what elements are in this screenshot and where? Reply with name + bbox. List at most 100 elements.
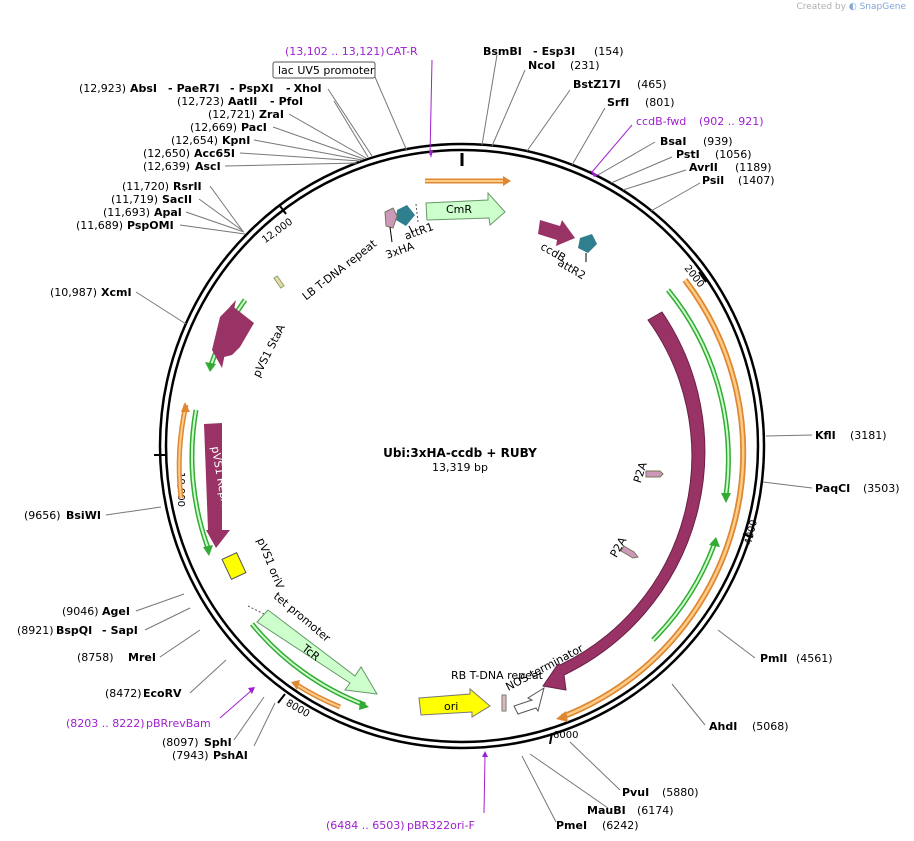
enzyme-absi-pos: (12,923) [79, 82, 126, 95]
enzyme-avrii-pos: (1189) [735, 161, 772, 174]
leader-paqci [762, 481, 813, 489]
enzyme-esp3i-name: Esp3I [542, 45, 576, 58]
ccdb-fwd-arrow [590, 170, 598, 177]
tick-8000 [277, 693, 286, 704]
ccdb-fwd-pos: (902 .. 921) [699, 115, 764, 128]
credit-brand: SnapGene [859, 2, 906, 12]
enzyme-kfli: KflI [815, 429, 836, 442]
enzyme-psppomi: PspOMI [127, 219, 174, 232]
rb-tdna-label: RB T-DNA repeat [451, 669, 544, 682]
leader-apai [185, 211, 245, 233]
enzyme-paer7i: -PaeR7I [168, 82, 219, 95]
leader-absi [327, 88, 373, 157]
leader-psti [610, 156, 673, 184]
enzyme-kpni-pos: (12,654) [171, 134, 218, 147]
enzyme-maubi: MauBI [587, 804, 626, 817]
enzyme-bsiwi: BsiWI [66, 509, 101, 522]
enzyme-bsmbi: BsmBI [483, 45, 522, 58]
snapgene-credit: Created by ◐ SnapGene [796, 2, 906, 12]
orf-left-orange-head [181, 402, 190, 412]
enzyme-sphi: SphI [204, 736, 232, 749]
enzyme-psii: PsiI [702, 174, 724, 187]
p2a-1-label: P2A [631, 460, 650, 485]
leader-lacuv5 [374, 76, 408, 152]
orf-ruby-green2-core [652, 544, 715, 641]
leader-ecorv [189, 659, 227, 694]
enzyme-pvui: PvuI [622, 786, 649, 799]
enzyme-sacii-pos: (11,719) [111, 193, 158, 206]
enzyme-apai: ApaI [154, 206, 182, 219]
enzyme-paci: PacI [241, 121, 267, 134]
enzyme-psti: PstI [676, 148, 700, 161]
ccdb-fwd-label: ccdB-fwd [636, 115, 686, 128]
p2a-2-tag [620, 545, 639, 559]
leader-asci [224, 162, 358, 167]
enzyme-zrai-pos: (12,721) [208, 108, 255, 121]
orf-bottom-orange-head [291, 680, 300, 690]
pvs1-repa-gene [204, 423, 230, 548]
enzyme-psti-pos: (1056) [715, 148, 752, 161]
plasmid-length: 13,319 bp [432, 461, 488, 474]
cat-r-leader [429, 59, 433, 156]
enzyme-psii-pos: (1407) [738, 174, 775, 187]
lb-tdna-box [273, 275, 285, 289]
lacuv5-box [272, 61, 376, 79]
leader-avrii [622, 169, 687, 191]
enzyme-pfoi: -PfoI [270, 95, 303, 108]
enzyme-avrii: AvrII [689, 161, 718, 174]
leader-agei [135, 593, 185, 612]
leader-sacii [198, 198, 244, 232]
enzyme-bstz17i-pos: (465) [637, 78, 667, 91]
enzyme-ahdi: AhdI [709, 720, 737, 733]
enzyme-pmli-pos: (4561) [796, 652, 833, 665]
plasmid-name: Ubi:3xHA-ccdb + RUBY [383, 446, 537, 460]
cat-r-arrow [429, 151, 433, 158]
enzyme-rsrii: RsrII [173, 180, 202, 193]
orf-ruby-outer-head [556, 711, 568, 722]
leader-rsrii [209, 185, 243, 231]
leader-bsai [597, 141, 656, 176]
lb-tdna-label: LB T-DNA repeat [300, 237, 380, 303]
orf-ruby-green2-head [709, 537, 720, 547]
attr1-leader [408, 225, 414, 235]
ori-label: ori [444, 700, 458, 713]
enzyme-aatii-pos: (12,723) [177, 95, 224, 108]
lacuv5-label: lac UV5 promoter [278, 64, 375, 77]
snapgene-logo-icon: ◐ [848, 2, 857, 12]
enzyme-rsrii-pos: (11,720) [122, 180, 169, 193]
enzyme-kpni: KpnI [222, 134, 250, 147]
pbrrevbam-leader [219, 689, 253, 719]
enzyme-pmei-pos: (6242) [602, 819, 639, 832]
ccdb-gene [538, 220, 575, 246]
tick-12000 [279, 205, 287, 215]
pbr322ori-f-label: pBR322ori-F [407, 819, 475, 832]
enzyme-acc65i-pos: (12,650) [143, 147, 190, 160]
enzyme-bspqi: BspQI [56, 624, 92, 637]
pvs1-oriv-label: pVS1 oriV [254, 536, 286, 591]
orf-ruby-green1-head [721, 493, 731, 503]
enzyme-psppomi-pos: (11,689) [76, 219, 123, 232]
enzyme-pshai-pos: (7943) [172, 749, 209, 762]
attr2-site [578, 234, 597, 253]
enzyme-bsmbi-pos: (154) [594, 45, 624, 58]
ruby-label: RUBY [691, 520, 713, 552]
enzyme-paqci: PaqCI [815, 482, 850, 495]
enzyme-agei-pos: (9046) [62, 605, 99, 618]
enzyme-apai-pos: (11,693) [103, 206, 150, 219]
enzyme-pspxi-name: PspXI [239, 82, 274, 95]
ha3x-label: 3xHA [384, 239, 416, 261]
enzyme-pmei: PmeI [556, 819, 587, 832]
lacuv5-marker [415, 203, 419, 223]
credit-prefix: Created by [796, 2, 846, 12]
enzyme-xcmi: XcmI [101, 286, 132, 299]
rb-tdna-box [501, 694, 507, 712]
enzyme-sapi: -SapI [102, 624, 138, 637]
enzyme-aatii: AatII [228, 95, 257, 108]
enzyme-pmli: PmlI [760, 652, 787, 665]
leader-paci [272, 126, 365, 160]
orf-repa-head [203, 545, 213, 556]
enzyme-xcmi-pos: (10,987) [50, 286, 97, 299]
leader-mrei [159, 629, 201, 658]
leader-maubi [529, 753, 609, 809]
